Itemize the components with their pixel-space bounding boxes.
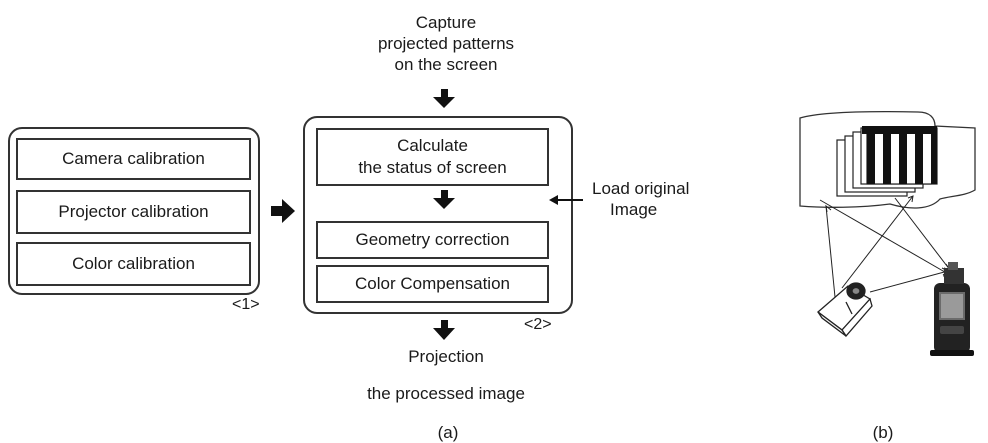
projector-calibration-label: Projector calibration: [58, 202, 209, 221]
camera-calibration-label: Camera calibration: [62, 149, 205, 168]
left-arrow-icon: [549, 195, 583, 205]
camera-calibration-box: Camera calibration: [16, 138, 251, 180]
right-arrow-icon: [271, 199, 295, 223]
geometry-correction-box: Geometry correction: [316, 221, 549, 259]
color-calibration-label: Color calibration: [72, 254, 195, 273]
light-rays: [819, 195, 952, 298]
caption-a: (a): [437, 423, 459, 442]
projected-patterns: [836, 126, 938, 197]
color-compensation-box: Color Compensation: [316, 265, 549, 303]
color-compensation-label: Color Compensation: [355, 274, 510, 293]
load-image-line-2: Image: [610, 200, 658, 219]
down-arrow-icon: [433, 320, 455, 340]
projection-label: Projection: [408, 347, 484, 366]
calculate-box: Calculate the status of screen: [316, 128, 549, 186]
capture-line-1: Capture: [415, 13, 477, 32]
processed-image-label: the processed image: [367, 384, 525, 403]
capture-line-3: on the screen: [394, 55, 498, 74]
group1-tag: <1>: [232, 296, 260, 313]
color-calibration-box: Color calibration: [16, 242, 251, 286]
group2-tag: <2>: [524, 316, 552, 333]
geometry-correction-label: Geometry correction: [355, 230, 510, 249]
projector-calibration-box: Projector calibration: [16, 190, 251, 234]
caption-b: (b): [872, 423, 894, 442]
capture-line-2: projected patterns: [377, 34, 515, 53]
down-arrow-icon: [433, 190, 455, 209]
load-image-line-1: Load original: [592, 179, 690, 198]
calculate-line-1: Calculate: [397, 136, 468, 155]
calibration-group: [8, 127, 260, 295]
camera-device-icon: [930, 262, 974, 356]
processing-group: [303, 116, 573, 314]
load-image-label: Load original Image: [592, 178, 689, 220]
down-arrow-icon: [433, 89, 455, 108]
projector-icon: [816, 282, 873, 338]
capture-label: Capture projected patterns on the screen: [376, 12, 516, 75]
calculate-line-2: the status of screen: [358, 158, 507, 177]
